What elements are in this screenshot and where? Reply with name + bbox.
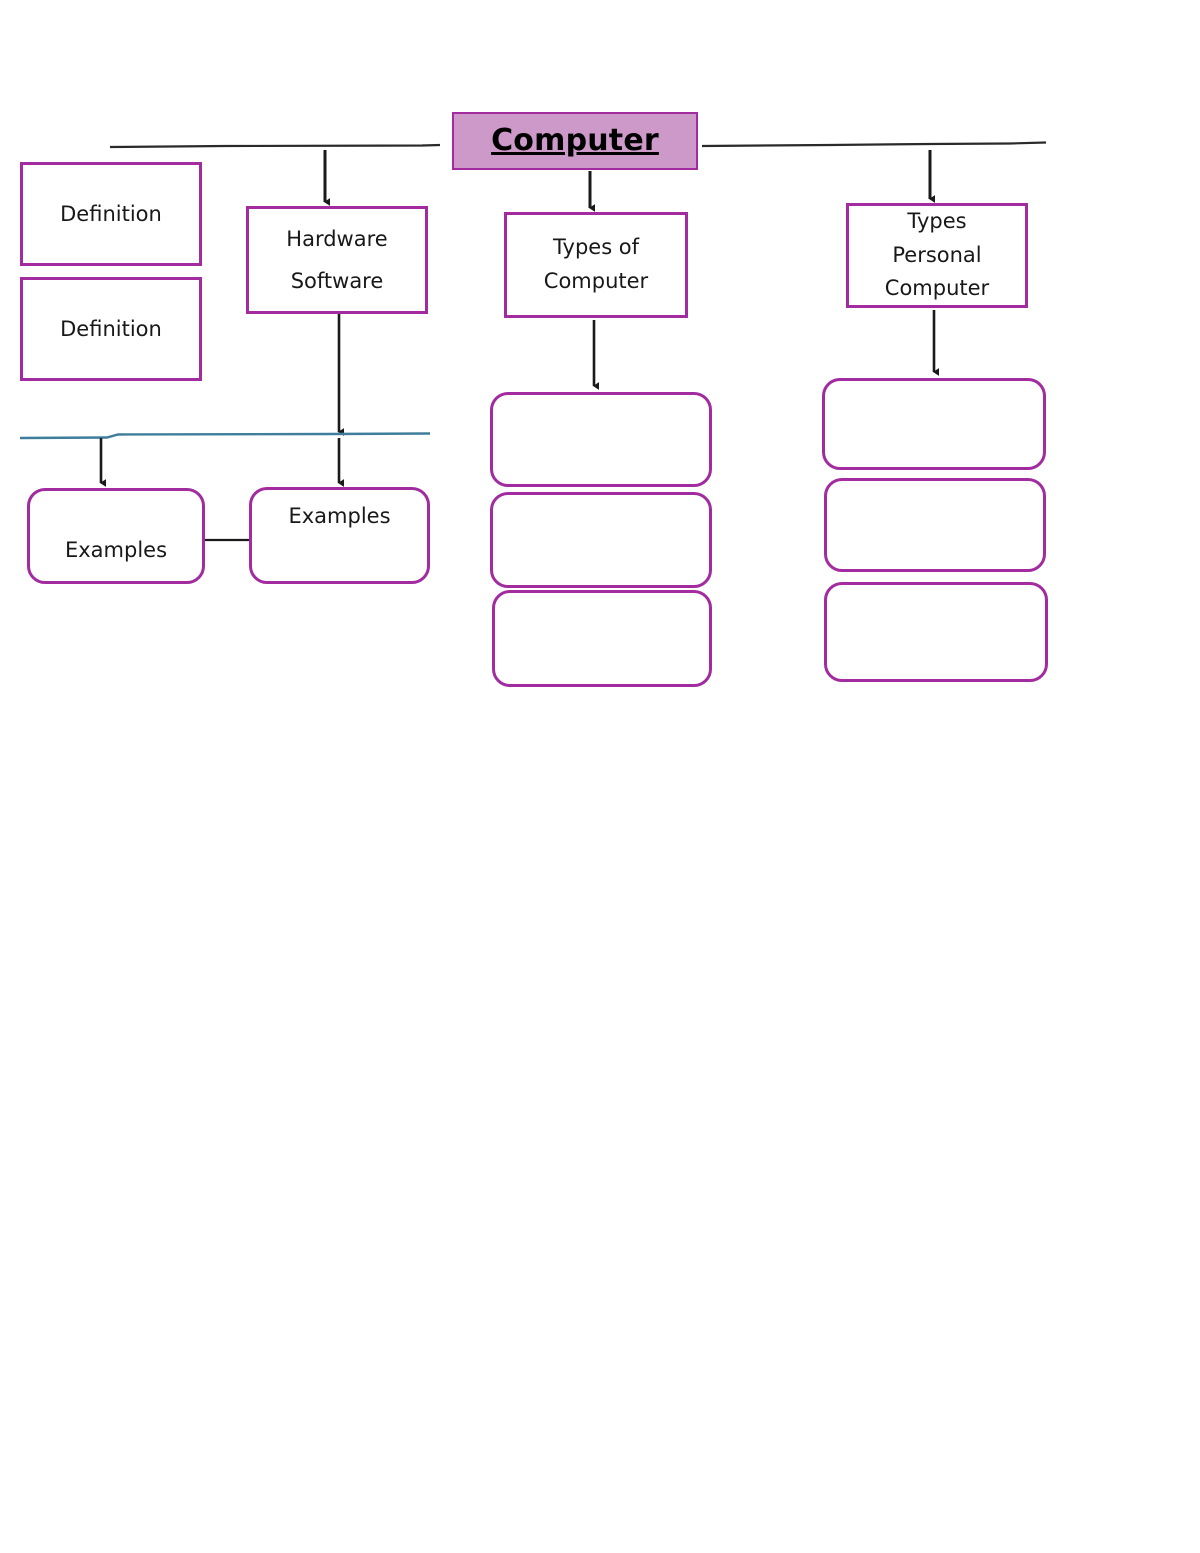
node-definition-1[interactable]: Definition [20,162,202,266]
empty-slot-types-personal-computer-3[interactable] [824,582,1048,682]
spine-right [701,141,1047,148]
node-definition-2-line-1: Definition [60,316,162,341]
node-examples-left-line-1: Examples [64,538,168,563]
root-node-label: Computer [491,122,659,158]
node-hardware-software-line-1: Hardware [286,227,388,251]
node-definition-1-line-1: Definition [60,201,162,226]
node-types-personal-computer-line-1: Types [907,209,967,234]
node-hardware-software-label: Hardware Software [286,218,387,302]
node-definition-1-label: Definition [60,198,162,231]
node-types-personal-computer-label: Types Personal Computer [885,205,989,306]
node-examples-left[interactable]: Examples [27,488,205,584]
node-types-personal-computer[interactable]: Types Personal Computer [846,203,1028,308]
node-examples-right-label: Examples [288,500,390,533]
node-definition-2-label: Definition [60,313,162,346]
node-types-of-computer-line-2: Computer [543,269,649,293]
node-hardware-software[interactable]: Hardware Software [246,206,428,314]
node-definition-2[interactable]: Definition [20,277,202,381]
node-types-of-computer-line-1: Types of [552,235,640,260]
empty-slot-types-of-computer-1[interactable] [490,392,712,487]
empty-slot-types-of-computer-3[interactable] [492,590,712,687]
teal-spine [19,432,431,440]
node-hardware-software-line-2: Software [290,269,384,293]
empty-slot-types-of-computer-2[interactable] [490,492,712,588]
node-types-of-computer[interactable]: Types of Computer [504,212,688,318]
empty-slot-types-personal-computer-2[interactable] [824,478,1046,572]
node-types-personal-computer-line-3: Computer [884,276,990,301]
node-types-of-computer-label: Types of Computer [544,231,648,298]
node-types-personal-computer-line-2: Personal [892,242,982,267]
empty-slot-types-personal-computer-1[interactable] [822,378,1046,470]
root-node-computer[interactable]: Computer [452,112,698,170]
spine-left [109,143,441,149]
node-examples-left-label: Examples [65,534,167,567]
node-examples-right-line-1: Examples [288,504,391,528]
node-examples-right[interactable]: Examples [249,487,430,584]
